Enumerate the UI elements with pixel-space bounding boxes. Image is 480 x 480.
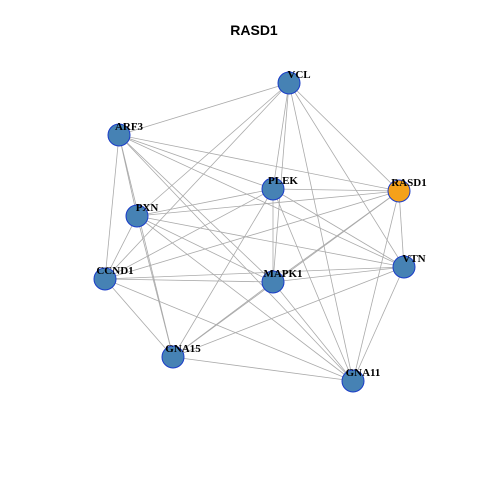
edge-arf3-gna11 [118, 134, 354, 382]
node-label-rasd1: RASD1 [391, 177, 426, 189]
edge-vtn-ccnd1 [104, 266, 405, 280]
edge-ccnd1-gna11 [104, 278, 354, 382]
edge-vcl-gna11 [288, 82, 354, 382]
node-rasd1 [387, 179, 411, 203]
edge-arf3-ccnd1 [104, 134, 120, 280]
edge-plek-pxn [136, 188, 274, 217]
edge-pxn-gna15 [136, 215, 174, 358]
edge-arf3-mapk1 [118, 134, 274, 283]
node-gna11 [341, 369, 365, 393]
edge-mapk1-gna15 [172, 281, 274, 358]
node-plek [261, 177, 285, 201]
node-label-mapk1: MAPK1 [263, 268, 302, 280]
edge-gna15-gna11 [172, 356, 354, 382]
edge-rasd1-gna11 [352, 190, 400, 382]
edge-pxn-gna11 [136, 215, 354, 382]
node-label-pxn: PXN [136, 202, 159, 214]
node-vcl [277, 71, 301, 95]
edge-plek-ccnd1 [104, 188, 274, 280]
node-label-arf3: ARF3 [115, 121, 144, 133]
edge-vtn-mapk1 [272, 266, 405, 283]
edge-vcl-pxn [136, 82, 290, 217]
edge-plek-vtn [272, 188, 405, 268]
graph-title: RASD1 [230, 22, 278, 38]
edge-rasd1-vtn [398, 190, 405, 268]
node-gna15 [161, 345, 185, 369]
edge-vcl-plek [272, 82, 290, 190]
edge-vcl-ccnd1 [104, 82, 290, 280]
nodes-layer [93, 71, 416, 393]
edge-pxn-vtn [136, 215, 405, 268]
edge-rasd1-pxn [136, 190, 400, 217]
node-mapk1 [261, 270, 285, 294]
edge-mapk1-gna11 [272, 281, 354, 382]
edge-arf3-vtn [118, 134, 405, 268]
edge-vcl-arf3 [118, 82, 290, 136]
node-label-ccnd1: CCND1 [96, 265, 133, 277]
edge-plek-rasd1 [272, 188, 400, 192]
edge-arf3-gna15 [118, 134, 174, 358]
edge-vcl-rasd1 [288, 82, 400, 192]
edge-vcl-vtn [288, 82, 405, 268]
node-label-plek: PLEK [268, 175, 298, 187]
node-label-gna15: GNA15 [165, 343, 201, 355]
edge-plek-gna11 [272, 188, 354, 382]
node-label-gna11: GNA11 [346, 367, 381, 379]
node-vtn [392, 255, 416, 279]
edge-vtn-gna11 [352, 266, 405, 382]
edge-arf3-rasd1 [118, 134, 400, 192]
edge-arf3-plek [118, 134, 274, 190]
node-label-vtn: VTN [402, 253, 425, 265]
edge-ccnd1-mapk1 [104, 278, 274, 283]
edge-ccnd1-gna15 [104, 278, 174, 358]
node-ccnd1 [93, 267, 117, 291]
edge-rasd1-gna15 [172, 190, 400, 358]
edges-layer [104, 82, 405, 382]
edge-pxn-ccnd1 [104, 215, 138, 280]
edge-plek-gna15 [172, 188, 274, 358]
edge-pxn-mapk1 [136, 215, 274, 283]
node-label-vcl: VCL [287, 69, 310, 81]
node-pxn [125, 204, 149, 228]
edge-rasd1-ccnd1 [104, 190, 400, 280]
edge-vtn-gna15 [172, 266, 405, 358]
node-arf3 [107, 123, 131, 147]
